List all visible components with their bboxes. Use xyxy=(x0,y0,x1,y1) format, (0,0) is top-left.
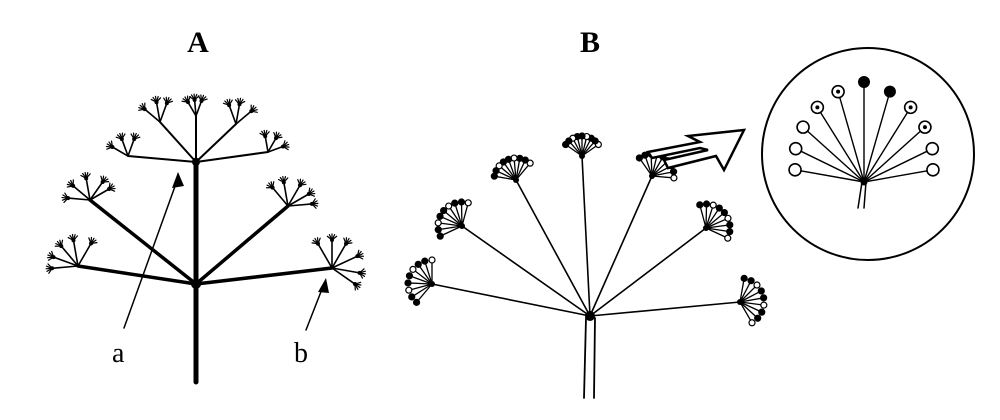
inset-umbellet xyxy=(761,47,975,261)
inset-floret-9 xyxy=(863,141,940,183)
umbel-rays-b xyxy=(431,155,741,317)
magnify-arrow xyxy=(645,128,747,173)
umbellet-b-1 xyxy=(434,198,472,240)
primary-ray-high-0 xyxy=(127,155,197,163)
primary-ray-low-0 xyxy=(76,264,198,286)
panel-a-title: A xyxy=(187,26,209,59)
annotation-b-label: b xyxy=(294,338,308,369)
umbel-ray-b-3 xyxy=(581,155,591,317)
umbel-ray-b-6 xyxy=(589,301,741,317)
primary-ray-low-1 xyxy=(88,198,198,286)
umbel-ray-b-1 xyxy=(461,225,591,317)
umbel-ray-b-0 xyxy=(431,283,591,317)
umbellet-b-3 xyxy=(562,132,602,159)
umbellet-b-2 xyxy=(490,154,534,183)
inset-floret-2 xyxy=(796,120,865,183)
umbellet-a-3 xyxy=(311,233,367,291)
primary-rays-upper xyxy=(127,115,269,163)
primary-rays-lower xyxy=(76,198,334,286)
primary-ray-low-3 xyxy=(194,266,334,286)
umbel-ray-b-2 xyxy=(515,179,591,317)
primary-ray-high-1 xyxy=(159,121,197,163)
umbellet-a-4 xyxy=(105,132,141,157)
inset-floret-5 xyxy=(858,76,870,183)
annotation-a-label: a xyxy=(112,338,125,369)
inset-florets xyxy=(788,76,940,183)
primary-ray-high-3 xyxy=(195,123,237,163)
panel-b-title: B xyxy=(580,26,600,59)
compound-umbel-a xyxy=(45,93,367,385)
inset-floret-8 xyxy=(863,120,932,183)
inset-floret-6 xyxy=(863,85,896,183)
umbel-ray-b-4 xyxy=(589,175,653,317)
umbel-ray-b-5 xyxy=(589,227,707,317)
annotation-b: b xyxy=(294,278,329,369)
umbellet-a-1 xyxy=(61,171,116,204)
inset-floret-4 xyxy=(831,84,865,183)
inset-floret-7 xyxy=(863,100,918,183)
inset-node xyxy=(860,178,868,186)
node-b xyxy=(585,311,595,321)
inset-floret-0 xyxy=(788,163,865,183)
umbellets-a xyxy=(45,93,367,291)
umbellet-a-7 xyxy=(222,97,258,125)
inset-floret-1 xyxy=(788,141,865,183)
primary-ray-high-4 xyxy=(195,151,269,163)
umbellet-a-5 xyxy=(138,95,174,123)
umbellet-a-2 xyxy=(265,175,319,209)
umbellet-b-0 xyxy=(404,256,436,306)
node-upper xyxy=(192,158,200,166)
node-lower xyxy=(191,279,201,289)
annotation-a: a xyxy=(112,172,184,369)
inset-floret-3 xyxy=(810,100,865,183)
umbellet-b-6 xyxy=(737,274,768,327)
umbellet-a-6 xyxy=(181,93,208,117)
umbellet-a-0 xyxy=(45,233,98,274)
umbellet-a-8 xyxy=(259,129,290,153)
umbel-b xyxy=(404,132,768,399)
inset-floret-10 xyxy=(863,163,940,183)
umbellet-b-5 xyxy=(696,200,734,242)
primary-ray-low-2 xyxy=(194,204,290,286)
